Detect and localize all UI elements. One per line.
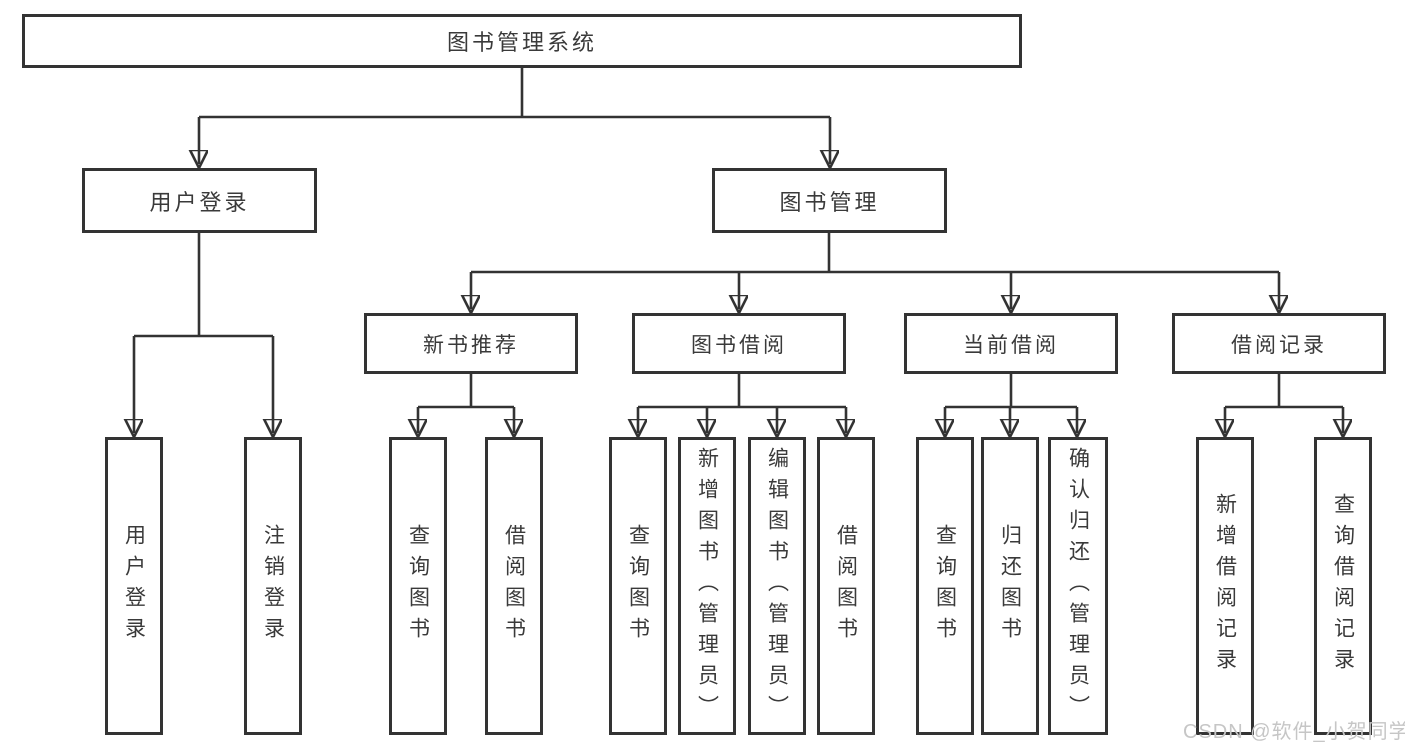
node-book-management-label: 图书管理 — [779, 189, 880, 215]
leaf-br-add-record-label: 新增借阅记录 — [1213, 493, 1237, 679]
leaf-bb-add-books-admin: 新增图书（管理员） — [678, 437, 736, 735]
leaf-cb-return-books: 归还图书 — [981, 437, 1039, 735]
leaf-bb-edit-books-admin-label: 编辑图书（管理员） — [765, 446, 789, 726]
node-root: 图书管理系统 — [22, 14, 1022, 68]
leaf-br-add-record: 新增借阅记录 — [1196, 437, 1254, 735]
node-user-login-label: 用户登录 — [149, 189, 250, 215]
node-new-book-recommend: 新书推荐 — [364, 313, 578, 374]
leaf-nbr-query-books: 查询图书 — [389, 437, 447, 735]
leaf-cb-return-books-label: 归还图书 — [998, 524, 1022, 648]
node-book-management: 图书管理 — [712, 168, 947, 233]
leaf-user-login: 用户登录 — [105, 437, 163, 735]
leaf-cb-confirm-return-admin-label: 确认归还（管理员） — [1066, 446, 1090, 726]
node-current-borrow-label: 当前借阅 — [963, 333, 1059, 357]
leaf-bb-query-books-label: 查询图书 — [626, 524, 650, 648]
leaf-bb-edit-books-admin: 编辑图书（管理员） — [748, 437, 806, 735]
watermark: CSDN @软件_小贺同学 — [1183, 721, 1405, 743]
leaf-user-login-label: 用户登录 — [122, 524, 146, 648]
leaf-cb-confirm-return-admin: 确认归还（管理员） — [1048, 437, 1108, 735]
node-book-borrow: 图书借阅 — [632, 313, 846, 374]
leaf-logout: 注销登录 — [244, 437, 302, 735]
node-root-label: 图书管理系统 — [446, 30, 597, 55]
node-new-book-recommend-label: 新书推荐 — [423, 333, 519, 357]
node-borrow-records: 借阅记录 — [1172, 313, 1386, 374]
leaf-cb-query-books: 查询图书 — [916, 437, 974, 735]
leaf-logout-label: 注销登录 — [261, 524, 285, 648]
leaf-cb-query-books-label: 查询图书 — [933, 524, 957, 648]
leaf-br-query-record: 查询借阅记录 — [1314, 437, 1372, 735]
node-current-borrow: 当前借阅 — [904, 313, 1118, 374]
node-book-borrow-label: 图书借阅 — [691, 333, 787, 357]
leaf-bb-borrow-books: 借阅图书 — [817, 437, 875, 735]
leaf-bb-add-books-admin-label: 新增图书（管理员） — [695, 446, 719, 726]
leaf-nbr-borrow-books: 借阅图书 — [485, 437, 543, 735]
node-user-login: 用户登录 — [82, 168, 317, 233]
leaf-br-query-record-label: 查询借阅记录 — [1331, 493, 1355, 679]
leaf-nbr-query-books-label: 查询图书 — [406, 524, 430, 648]
leaf-nbr-borrow-books-label: 借阅图书 — [502, 524, 526, 648]
leaf-bb-query-books: 查询图书 — [609, 437, 667, 735]
node-borrow-records-label: 借阅记录 — [1231, 333, 1327, 357]
leaf-bb-borrow-books-label: 借阅图书 — [834, 524, 858, 648]
